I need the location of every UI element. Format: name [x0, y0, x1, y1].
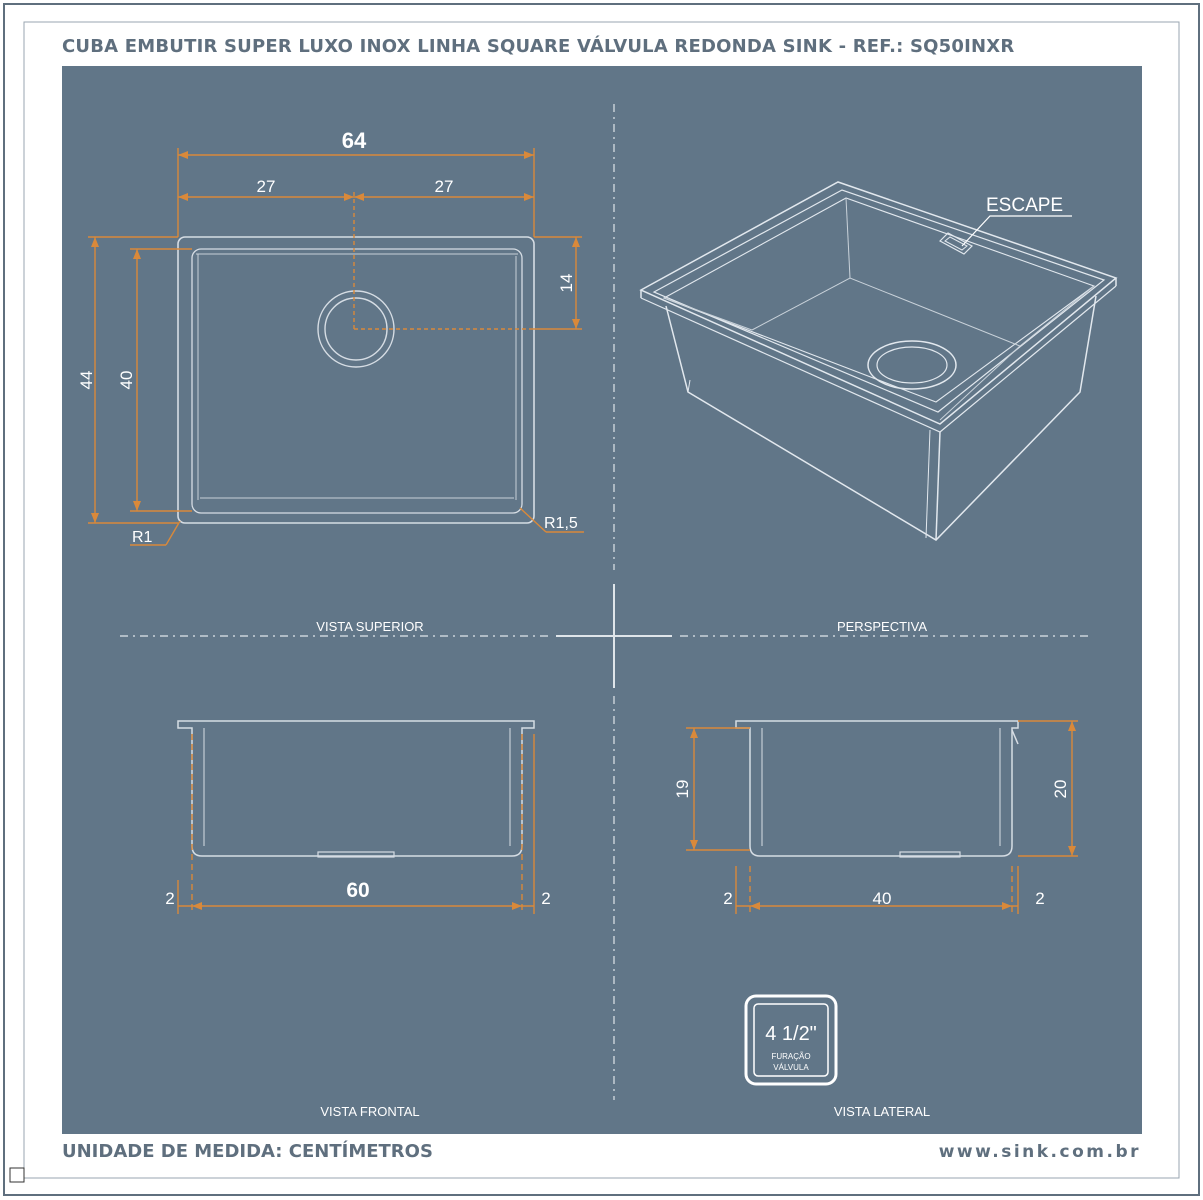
page-title: CUBA EMBUTIR SUPER LUXO INOX LINHA SQUAR…: [62, 36, 1015, 57]
valve-badge-size: 4 1/2": [765, 1023, 817, 1045]
top-view-inner-basin: [191, 248, 523, 514]
dim-half-right: 27: [435, 177, 454, 196]
dim-side-right-margin: 2: [1035, 889, 1044, 908]
drain-hole-inner: [324, 297, 388, 361]
perspective-view: [639, 181, 1118, 541]
dim-inner-depth: 40: [117, 371, 136, 390]
label-vista-superior: VISTA SUPERIOR: [316, 619, 423, 634]
valve-badge-line2: VÁLVULA: [773, 1063, 809, 1072]
dim-front-inner-width: 60: [346, 879, 369, 902]
dim-side-inner-height: 19: [673, 780, 692, 799]
label-vista-lateral: VISTA LATERAL: [834, 1104, 930, 1119]
dim-front-left-margin: 2: [165, 889, 174, 908]
label-vista-frontal: VISTA FRONTAL: [320, 1104, 419, 1119]
dim-side-outer-height: 20: [1051, 780, 1070, 799]
side-view-drain: [899, 851, 961, 858]
front-view-drain: [317, 851, 395, 858]
label-perspectiva: PERSPECTIVA: [837, 619, 927, 634]
valve-badge-line1: FURAÇÃO: [771, 1052, 810, 1061]
drawing-panel: [62, 66, 1142, 1134]
side-view-dimensions: [686, 720, 1078, 914]
dim-radius-outer: R1: [132, 529, 153, 546]
valve-badge: [744, 994, 838, 1086]
dim-front-right-margin: 2: [541, 889, 550, 908]
dim-half-left: 27: [257, 177, 276, 196]
side-view: [735, 720, 1019, 858]
overflow-escape: [939, 232, 973, 255]
center-axes: [120, 104, 1092, 1100]
perspective-drain: [867, 340, 957, 390]
top-view-dimensions: [88, 148, 584, 546]
dim-radius-inner: R1,5: [544, 515, 578, 532]
dim-drain-offset: 14: [557, 274, 576, 293]
dim-side-inner-width: 40: [873, 889, 892, 908]
outer-frame: [3, 3, 1200, 1196]
dim-side-left-margin: 2: [723, 889, 732, 908]
corner-mark: [9, 1167, 25, 1183]
dim-outer-depth: 44: [77, 371, 96, 390]
front-view-dimensions: [177, 734, 535, 914]
unit-of-measure: UNIDADE DE MEDIDA: CENTÍMETROS: [62, 1141, 433, 1162]
label-escape: ESCAPE: [986, 195, 1063, 216]
top-view: [177, 192, 535, 524]
drain-hole-outer: [317, 290, 395, 368]
inner-frame: [23, 21, 1180, 1179]
dim-total-width: 64: [342, 128, 367, 153]
website-link[interactable]: www.sink.com.br: [938, 1142, 1141, 1162]
top-view-outer-rim: [177, 236, 535, 524]
